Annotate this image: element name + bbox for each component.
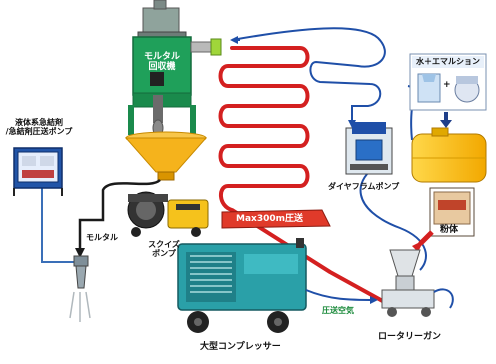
- water-emulsion-box: [409, 53, 487, 111]
- accelerator-line: [41, 188, 78, 263]
- compressor-label: 大型コンプレッサー: [200, 342, 281, 352]
- hopper: [124, 131, 208, 181]
- squeeze-pump-label-2: ポンプ: [152, 249, 176, 259]
- liquid-pump-label-1: 液体系急結剤: [15, 118, 63, 127]
- powder-label: 粉体: [440, 225, 459, 235]
- large-compressor: [177, 238, 307, 333]
- rotary-gun-label: ロータリーガン: [378, 332, 442, 342]
- transport-hose: [218, 46, 390, 306]
- rotary-gun: [381, 249, 454, 317]
- pressure-air-line: [305, 289, 378, 304]
- mortar-recovery-label-2: 回収機: [148, 62, 176, 73]
- emulsion-arrowhead: [440, 120, 452, 128]
- spray-nozzle: [69, 255, 91, 322]
- mortar-recovery-label-1: モルタル: [143, 52, 180, 62]
- diaphragm-pump-label: ダイヤフラムポンプ: [328, 182, 400, 191]
- max-transport-label: Max300m圧送: [236, 214, 303, 224]
- powder-arrowhead: [412, 240, 424, 252]
- diaphragm-pump: [345, 122, 393, 175]
- powder-bag: [429, 187, 475, 237]
- mortar-recovery-machine: [128, 0, 222, 137]
- squeeze-pump-label-1: スクイズ: [148, 240, 180, 249]
- squeeze-pump: [127, 191, 209, 237]
- pressure-air-label: 圧送空気: [322, 306, 354, 315]
- return-line: [231, 27, 386, 128]
- pump-to-gun-line: [359, 161, 427, 271]
- max-transport-banner: [221, 209, 331, 229]
- water-emulsion-label: 水＋エマルション: [416, 57, 480, 66]
- mortar-label: モルタル: [86, 233, 118, 242]
- liquid-accelerator-pump: [13, 147, 63, 196]
- liquid-pump-label-2: /急結剤圧送ポンプ: [5, 127, 73, 137]
- water-emulsion-tank: [411, 127, 487, 183]
- mortar-hose: [78, 178, 161, 255]
- plus-label: +: [443, 80, 451, 90]
